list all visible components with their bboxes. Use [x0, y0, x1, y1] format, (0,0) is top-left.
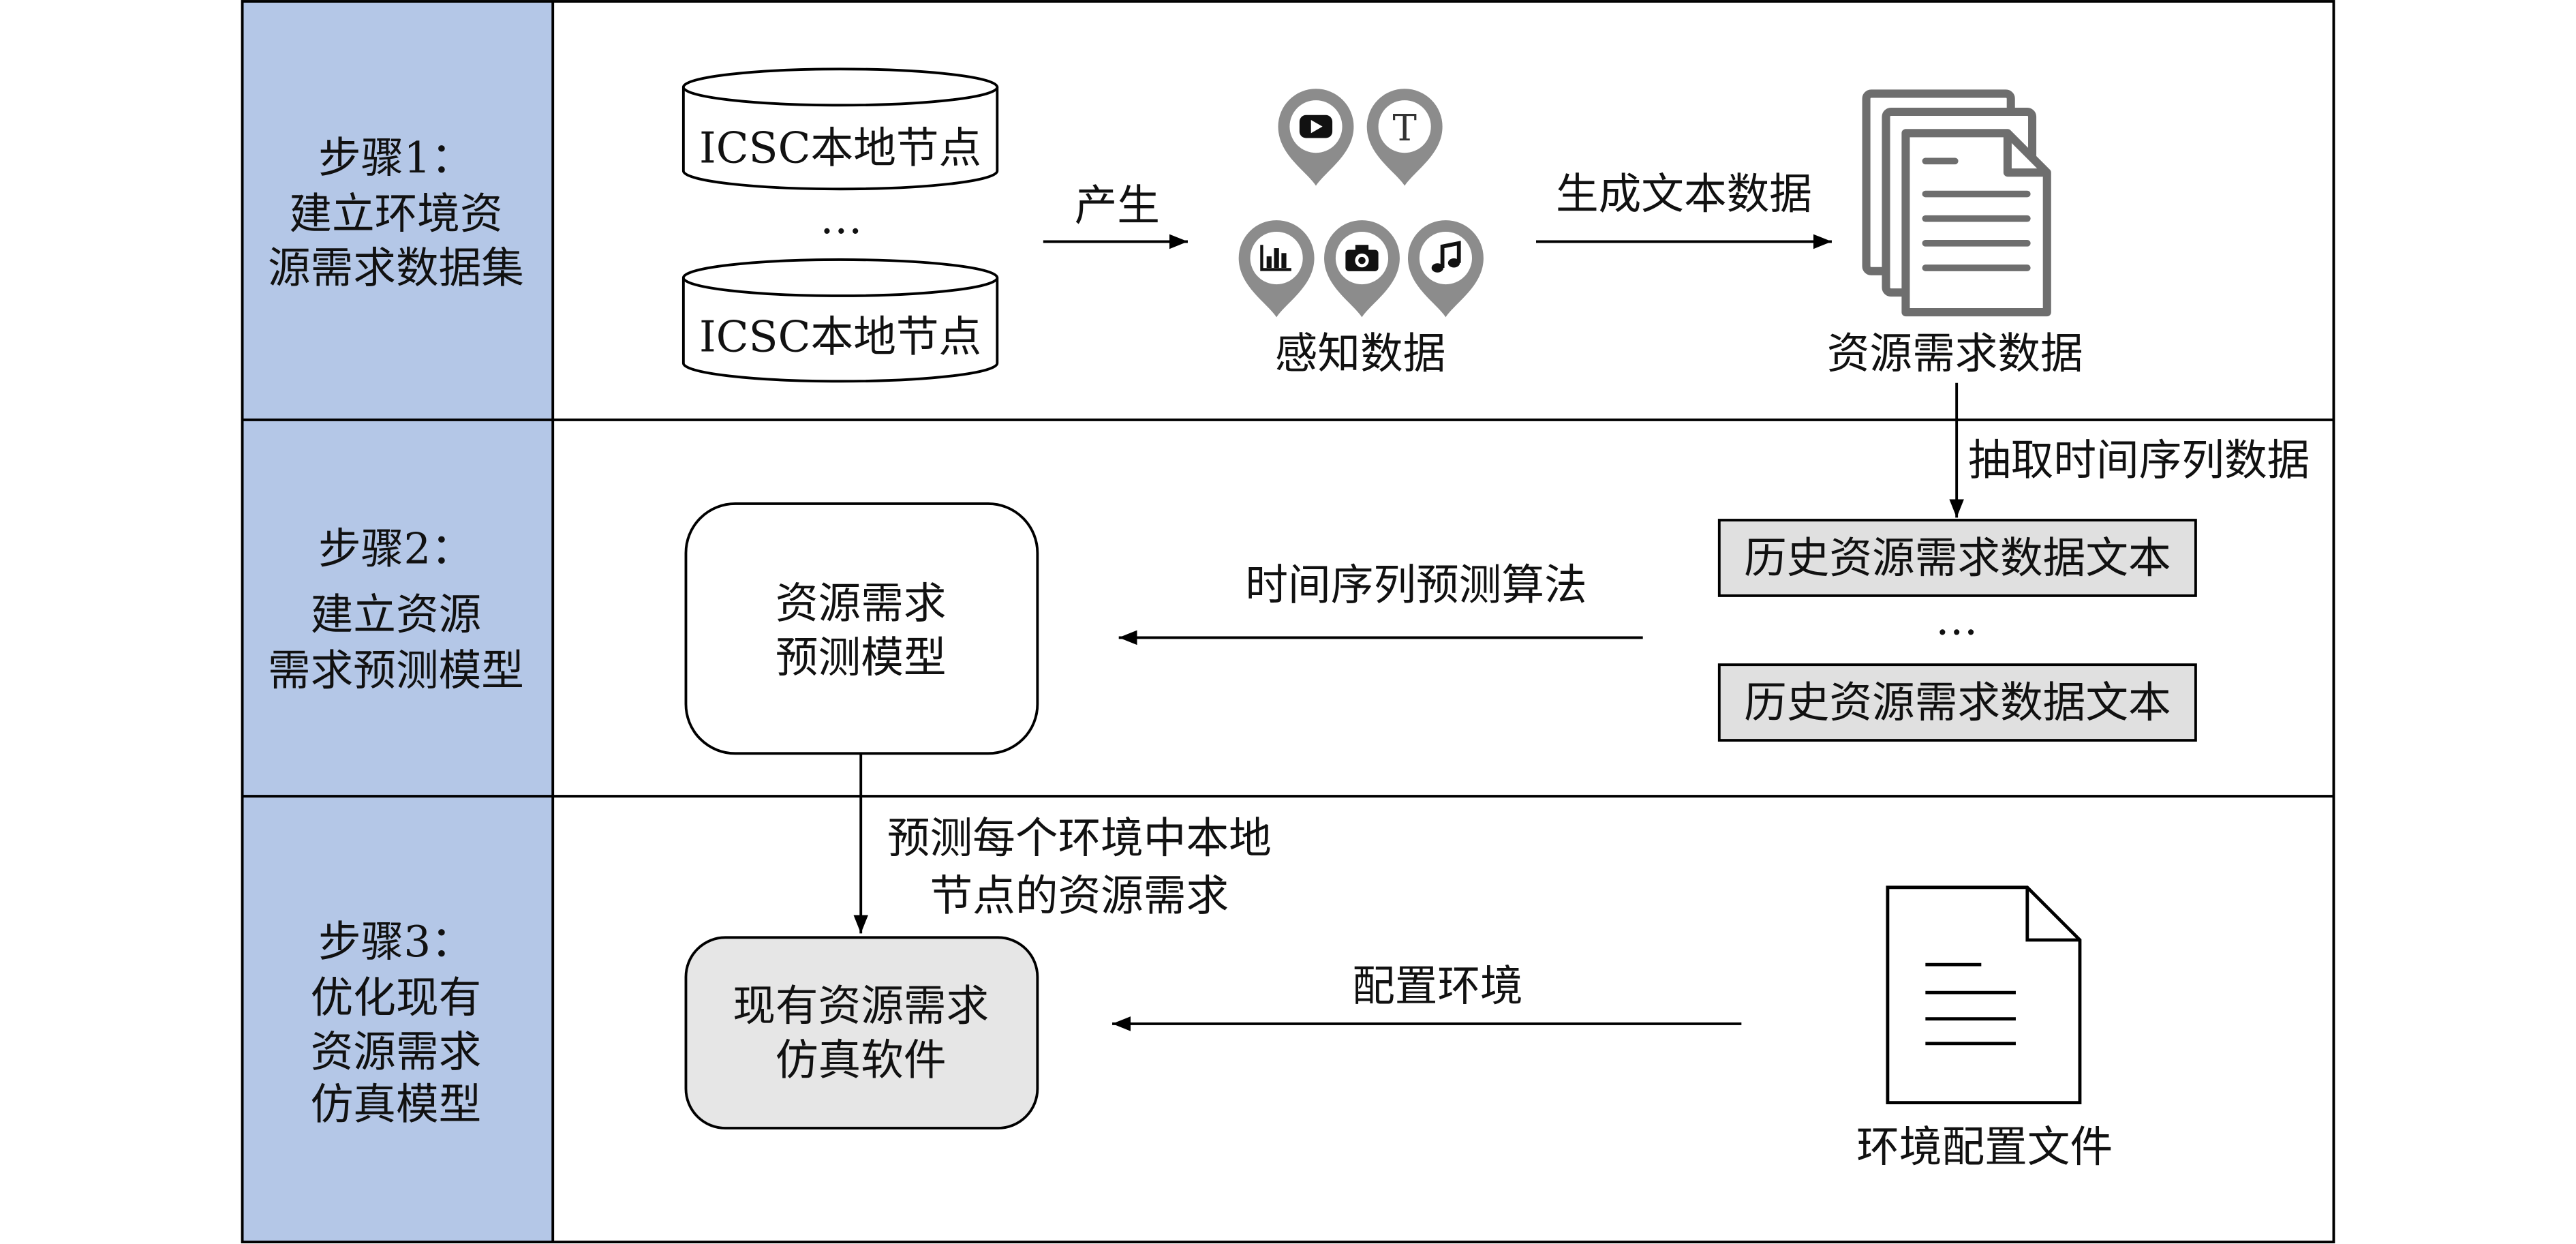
chart-axes [1260, 245, 1291, 271]
step-3-title: 步骤3： [318, 917, 474, 967]
pin-inner [1378, 100, 1431, 153]
config-file-label: 环境配置文件 [1856, 1122, 2113, 1172]
arrow-extract-label: 抽取时间序列数据 [1968, 436, 2310, 485]
step-2-label: 步骤2： 建立资源 需求预测模型 [268, 524, 524, 695]
database-cylinder-icon [681, 277, 999, 383]
document-stack-icon [1862, 89, 2051, 317]
history-box-shape [1717, 519, 2197, 597]
chart-bar [1266, 256, 1272, 268]
table-frame [241, 0, 2335, 1243]
chart-bar [1281, 253, 1287, 268]
history-box-shape [1717, 663, 2197, 742]
history-text-1: 历史资源需求数据文本 [1744, 533, 2171, 583]
model-box-line-2: 预测模型 [776, 633, 947, 682]
pin-inner [1419, 231, 1472, 285]
cylinder-top [681, 258, 999, 297]
config-doc-body [1886, 885, 2082, 1105]
camera-lens-center [1358, 256, 1366, 264]
step-3-line-3: 仿真模型 [311, 1080, 482, 1129]
step-3-line-2: 资源需求 [311, 1027, 482, 1076]
local-node-label-1: ICSC本地节点 [699, 123, 981, 173]
step-1-line-2: 源需求数据集 [268, 243, 524, 292]
step-2-title: 步骤2： [318, 524, 474, 574]
step-1-line-1: 建立环境资 [289, 189, 502, 239]
model-box-line-1: 资源需求 [776, 578, 947, 628]
note-head [1447, 258, 1460, 268]
step-column [242, 1, 553, 1243]
local-node-cylinder-1: ICSC本地节点 [681, 67, 999, 191]
node-ellipsis: … [820, 194, 863, 243]
history-text-box-2: 历史资源需求数据文本 [1717, 663, 2197, 742]
arrow-produce-label: 产生 [1075, 181, 1160, 230]
model-box-shape [684, 502, 1039, 755]
resource-data-label: 资源需求数据 [1827, 329, 2083, 378]
sim-box-shape [684, 936, 1039, 1129]
video-play-icon [1278, 89, 1354, 186]
step-3-label: 步骤3： 优化现有 资源需求 仿真模型 [311, 917, 482, 1129]
arrow-predict-label-1: 预测每个环境中本地 [887, 813, 1272, 863]
music-note-icon [1407, 220, 1484, 318]
config-doc-fold [2025, 887, 2080, 942]
prediction-model-box: 资源需求 预测模型 [684, 502, 1039, 755]
history-text-2: 历史资源需求数据文本 [1744, 678, 2171, 727]
sim-box-line-1: 现有资源需求 [733, 981, 989, 1031]
sensing-data-label: 感知数据 [1275, 329, 1446, 378]
doc-fold [2003, 133, 2047, 177]
local-node-label-2: ICSC本地节点 [699, 312, 981, 362]
simulation-software-box: 现有资源需求 仿真软件 [684, 936, 1039, 1129]
cylinder-top [681, 67, 999, 107]
step-1-label: 步骤1： 建立环境资 源需求数据集 [268, 133, 524, 293]
arrow-generate-label: 生成文本数据 [1556, 169, 1812, 219]
history-text-box-1: 历史资源需求数据文本 [1717, 519, 2197, 597]
note-stems [1440, 241, 1461, 268]
history-ellipsis: … [1935, 594, 1978, 644]
camera-icon [1324, 220, 1400, 318]
step-2-line-2: 需求预测模型 [268, 646, 524, 695]
bar-chart-icon [1238, 220, 1315, 318]
letter-t-icon: T [1366, 89, 1443, 186]
document-icon [1886, 885, 2082, 1105]
sensing-data-icons: T [1238, 89, 1484, 318]
arrow-algorithm-label: 时间序列预测算法 [1245, 560, 1586, 610]
note-head [1431, 263, 1444, 273]
step-3-line-1: 优化现有 [311, 973, 482, 1022]
step-2-line-1: 建立资源 [311, 590, 482, 639]
sim-box-line-2: 仿真软件 [776, 1035, 947, 1084]
camera-top [1355, 245, 1369, 252]
pin-letter: T [1392, 107, 1416, 149]
step-1-title: 步骤1： [318, 133, 474, 183]
arrow-predict-label-2: 节点的资源需求 [930, 870, 1229, 920]
database-cylinder-icon [681, 87, 999, 191]
play-triangle [1310, 120, 1323, 134]
chart-bar [1274, 248, 1279, 268]
arrow-config-label: 配置环境 [1352, 961, 1523, 1011]
local-node-cylinder-2: ICSC本地节点 [681, 258, 999, 383]
